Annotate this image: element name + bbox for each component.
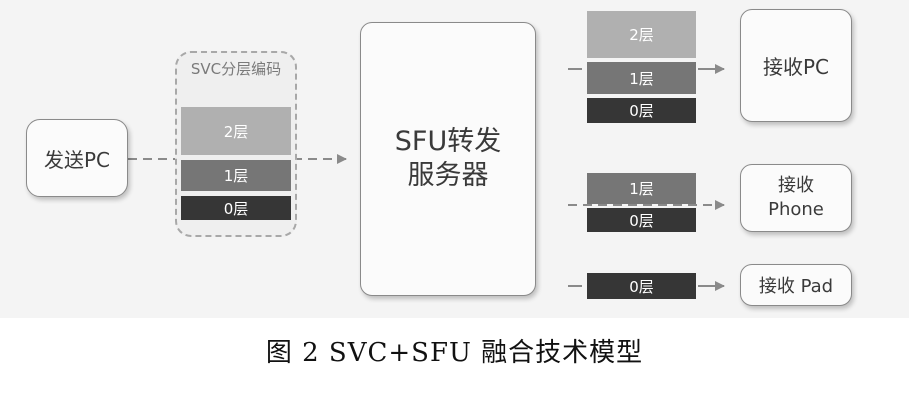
pc-layer-1: 1层 [587, 62, 696, 94]
receiver-pad-label: 接收 Pad [758, 276, 834, 297]
sfu-server-label: SFU转发 服务器 [394, 126, 502, 191]
phone-layer-0: 0层 [587, 208, 696, 232]
pad-layer-0: 0层 [587, 273, 696, 299]
pc-layer-2: 2层 [587, 11, 696, 58]
sender-pc-label: 发送PC [43, 147, 111, 172]
sender-layer-0: 0层 [181, 196, 291, 220]
receiver-pad-box: 接收 Pad [740, 264, 852, 306]
sender-layer-2: 2层 [181, 107, 291, 155]
receiver-phone-box: 接收 Phone [740, 164, 852, 232]
receiver-pc-label: 接收PC [762, 55, 830, 79]
sfu-server-box: SFU转发 服务器 [360, 22, 536, 296]
svc-group-title: SVC分层编码 [190, 60, 282, 78]
receiver-phone-label: 接收 Phone [768, 174, 824, 220]
receiver-pc-box: 接收PC [740, 9, 852, 122]
sender-pc-box: 发送PC [26, 119, 128, 197]
pc-layer-0: 0层 [587, 98, 696, 123]
sender-layer-1: 1层 [181, 160, 291, 191]
phone-layer-1: 1层 [587, 173, 696, 204]
figure-caption: 图 2 SVC+SFU 融合技术模型 [265, 338, 644, 368]
